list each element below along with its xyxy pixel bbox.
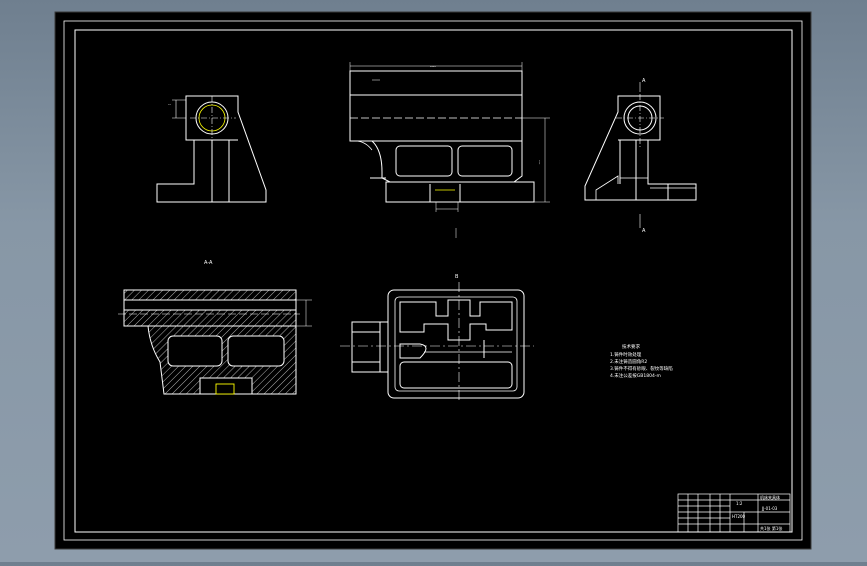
tech-req-item: 3.铸件不得有砂眼、裂纹等缺陷 xyxy=(610,365,673,372)
left-side-view xyxy=(156,95,267,203)
section-mark-bottom: A xyxy=(642,228,646,234)
view-b-label: B xyxy=(455,274,459,280)
title-scale: 1:2 xyxy=(736,501,743,506)
view-b xyxy=(340,282,534,402)
tech-requirements: 技术要求 1.铸件时效处理 2.未注铸造圆角R2 3.铸件不得有砂眼、裂纹等缺陷… xyxy=(610,343,673,379)
front-view xyxy=(349,62,550,238)
dim-text-height: --- xyxy=(537,160,542,165)
title-material: HT200 xyxy=(732,514,746,519)
title-block xyxy=(677,493,791,533)
section-mark-top: A xyxy=(642,78,646,84)
drawing-sheet xyxy=(54,11,812,550)
section-aa-label: A-A xyxy=(204,260,213,266)
dim-text-length: ---- xyxy=(430,64,436,69)
tech-req-title: 技术要求 xyxy=(622,343,640,350)
right-side-view xyxy=(584,82,697,228)
title-drawing-no: JJ-01-03 xyxy=(761,506,778,511)
outer-border xyxy=(63,20,803,541)
tech-req-item: 4.未注公差按GB1804-m xyxy=(610,372,661,379)
section-a-a-view xyxy=(118,289,312,395)
tech-req-item: 1.铸件时效处理 xyxy=(610,351,642,358)
dim-text-left: -- xyxy=(168,102,171,107)
inner-border xyxy=(74,29,793,533)
title-part-name: 机床夹具体 xyxy=(760,494,780,500)
tech-req-item: 2.未注铸造圆角R2 xyxy=(610,358,647,365)
title-sheet: 共1张 第1张 xyxy=(760,525,782,531)
